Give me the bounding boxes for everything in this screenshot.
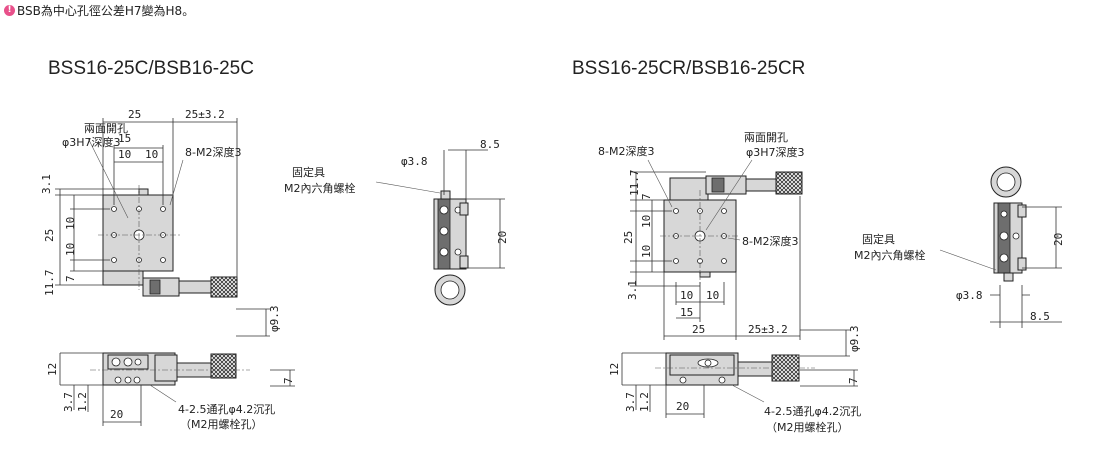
svg-text:1.2: 1.2 <box>76 392 89 412</box>
svg-text:φ9.3: φ9.3 <box>848 326 861 353</box>
left-top-labels: 兩面開孔 φ3H7深度3 8-M2深度3 25 25±3.2 15 10 10 … <box>40 108 241 296</box>
svg-text:8.5: 8.5 <box>480 138 500 151</box>
svg-text:25: 25 <box>128 108 141 121</box>
svg-text:4-2.5通孔φ4.2沉孔: 4-2.5通孔φ4.2沉孔 <box>764 405 861 418</box>
svg-text:4-2.5通孔φ4.2沉孔: 4-2.5通孔φ4.2沉孔 <box>178 403 275 416</box>
svg-text:φ9.3: φ9.3 <box>268 306 281 333</box>
svg-text:3.7: 3.7 <box>624 392 637 412</box>
svg-text:11.7: 11.7 <box>43 270 56 297</box>
svg-text:15: 15 <box>118 132 131 145</box>
svg-text:25: 25 <box>43 229 56 242</box>
svg-text:3.1: 3.1 <box>626 280 639 300</box>
left-front-view <box>59 308 295 426</box>
right-front-view <box>621 329 858 418</box>
svg-text:10: 10 <box>640 245 653 258</box>
svg-text:15: 15 <box>680 306 693 319</box>
svg-text:3.7: 3.7 <box>62 392 75 412</box>
svg-text:7: 7 <box>282 377 295 384</box>
svg-text:7: 7 <box>64 275 77 282</box>
right-side-labels: 20 φ3.8 8.5 固定具 M2內六角螺栓 <box>854 232 1065 323</box>
svg-text:（M2用螺栓孔）: （M2用螺栓孔） <box>180 417 263 431</box>
left-front-knurl <box>210 353 237 379</box>
svg-text:12: 12 <box>46 363 59 376</box>
svg-text:20: 20 <box>496 231 509 244</box>
svg-text:12: 12 <box>608 363 621 376</box>
svg-text:M2內六角螺栓: M2內六角螺栓 <box>854 248 926 262</box>
svg-text:φ3.8: φ3.8 <box>956 289 983 302</box>
svg-text:1.2: 1.2 <box>638 392 651 412</box>
svg-text:7: 7 <box>847 377 860 384</box>
right-top-view <box>630 159 803 340</box>
svg-text:兩面開孔: 兩面開孔 <box>84 122 128 135</box>
svg-text:25±3.2: 25±3.2 <box>748 323 788 336</box>
svg-text:25±3.2: 25±3.2 <box>185 108 225 121</box>
svg-text:10: 10 <box>145 148 158 161</box>
svg-text:20: 20 <box>676 400 689 413</box>
right-top-labels: 8-M2深度3 兩面開孔 φ3H7深度3 8-M2深度3 11.7 7 10 2… <box>598 131 805 336</box>
right-side-view <box>939 166 1062 328</box>
svg-text:25: 25 <box>622 231 635 244</box>
left-micrometer-sleeve <box>142 277 180 297</box>
left-micrometer-knurl <box>210 276 238 298</box>
right-model-title: BSS16-25CR/BSB16-25CR <box>572 58 806 79</box>
svg-text:φ3H7深度3: φ3H7深度3 <box>62 135 121 149</box>
info-icon: ! <box>4 5 15 16</box>
note-text: BSB為中心孔徑公差H7變為H8。 <box>17 4 195 18</box>
left-side-view <box>375 149 505 306</box>
svg-text:固定具: 固定具 <box>292 165 325 179</box>
svg-text:φ3.8: φ3.8 <box>401 155 428 168</box>
svg-text:20: 20 <box>1052 233 1065 246</box>
right-micrometer-knurl <box>775 171 803 195</box>
svg-text:3.1: 3.1 <box>40 174 53 194</box>
svg-text:10: 10 <box>118 148 131 161</box>
svg-text:20: 20 <box>110 408 123 421</box>
svg-text:10: 10 <box>64 217 77 230</box>
left-side-labels: φ3.8 8.5 20 固定具 M2內六角螺栓 <box>284 138 509 244</box>
svg-text:8-M2深度3: 8-M2深度3 <box>742 234 798 248</box>
svg-text:M2內六角螺栓: M2內六角螺栓 <box>284 181 356 195</box>
svg-text:8-M2深度3: 8-M2深度3 <box>185 145 241 159</box>
svg-text:10: 10 <box>706 289 719 302</box>
svg-text:10: 10 <box>680 289 693 302</box>
svg-text:11.7: 11.7 <box>628 170 641 197</box>
left-model-title: BSS16-25C/BSB16-25C <box>48 58 254 79</box>
left-front-labels: φ9.3 7 12 3.7 1.2 20 4-2.5通孔φ4.2沉孔 （M2用螺… <box>46 306 295 432</box>
svg-text:7: 7 <box>640 193 653 200</box>
svg-text:8.5: 8.5 <box>1030 310 1050 323</box>
svg-text:25: 25 <box>692 323 705 336</box>
svg-text:10: 10 <box>64 243 77 256</box>
svg-text:10: 10 <box>640 215 653 228</box>
note: ! BSB為中心孔徑公差H7變為H8。 <box>4 2 194 19</box>
right-front-labels: φ9.3 7 12 3.7 1.2 20 4-2.5通孔φ4.2沉孔 （M2用螺… <box>608 326 861 435</box>
svg-text:8-M2深度3: 8-M2深度3 <box>598 144 654 158</box>
left-stage-base <box>102 270 144 286</box>
left-top-view <box>55 118 238 298</box>
svg-text:兩面開孔: 兩面開孔 <box>744 131 788 144</box>
svg-text:（M2用螺栓孔）: （M2用螺栓孔） <box>766 420 849 434</box>
svg-text:固定具: 固定具 <box>862 232 895 246</box>
svg-text:φ3H7深度3: φ3H7深度3 <box>746 145 805 159</box>
